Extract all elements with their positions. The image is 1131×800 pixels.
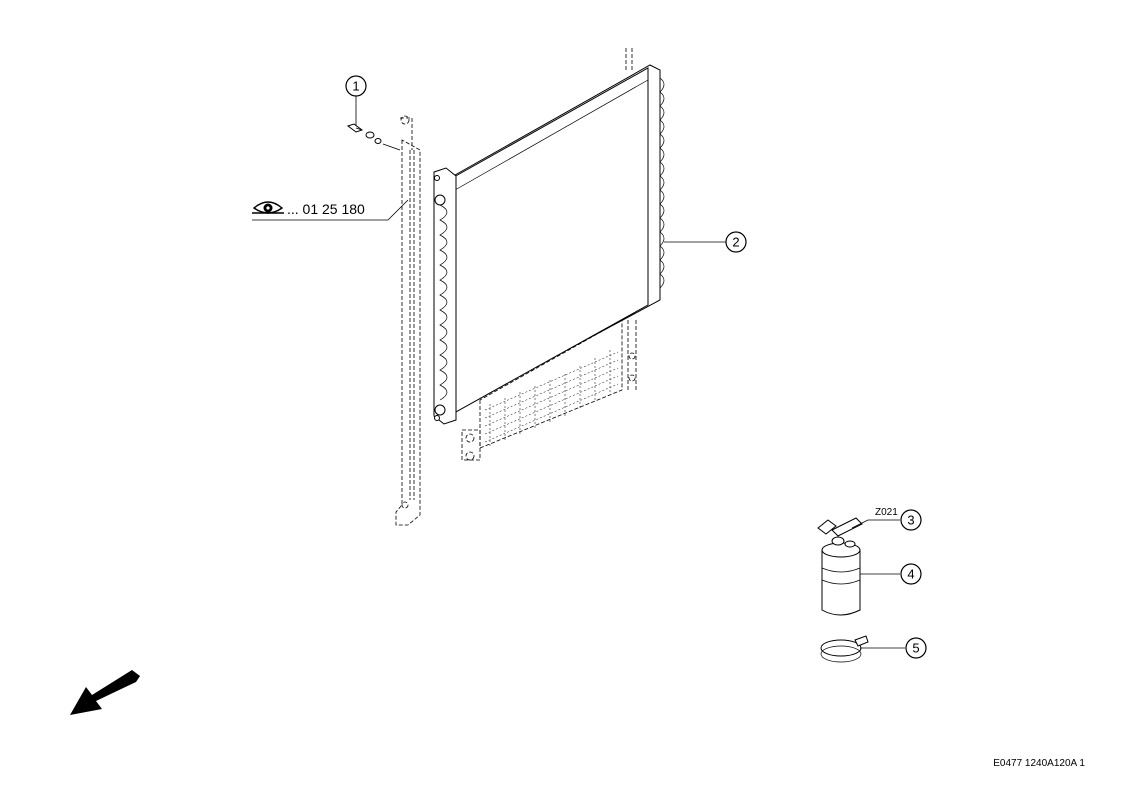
arrow-down-left-icon [70, 670, 140, 715]
callout-3: 3 [900, 509, 922, 531]
condenser-panel [433, 64, 665, 425]
screw-washer-set [346, 123, 401, 151]
mounting-clamp [820, 635, 869, 663]
eye-icon [252, 201, 284, 214]
svg-text:4: 4 [907, 567, 914, 582]
support-bracket-dashed [395, 48, 637, 526]
receiver-drier [817, 517, 863, 616]
part-code-label: Z021 [875, 507, 898, 518]
lower-radiator-dashed [461, 319, 623, 461]
callout-1: 1 [345, 75, 367, 97]
svg-text:2: 2 [732, 235, 739, 250]
callout-4: 4 [900, 563, 922, 585]
drawing-id: E0477 1240A120A 1 [993, 758, 1085, 769]
reference-text: ... 01 25 180 [287, 201, 365, 217]
callout-2: 2 [725, 231, 747, 253]
svg-text:5: 5 [912, 641, 919, 656]
svg-text:1: 1 [352, 79, 359, 94]
leader-lines [252, 96, 905, 649]
svg-text:3: 3 [907, 513, 914, 528]
callout-5: 5 [905, 637, 927, 659]
reference-link[interactable]: ... 01 25 180 [252, 201, 365, 217]
